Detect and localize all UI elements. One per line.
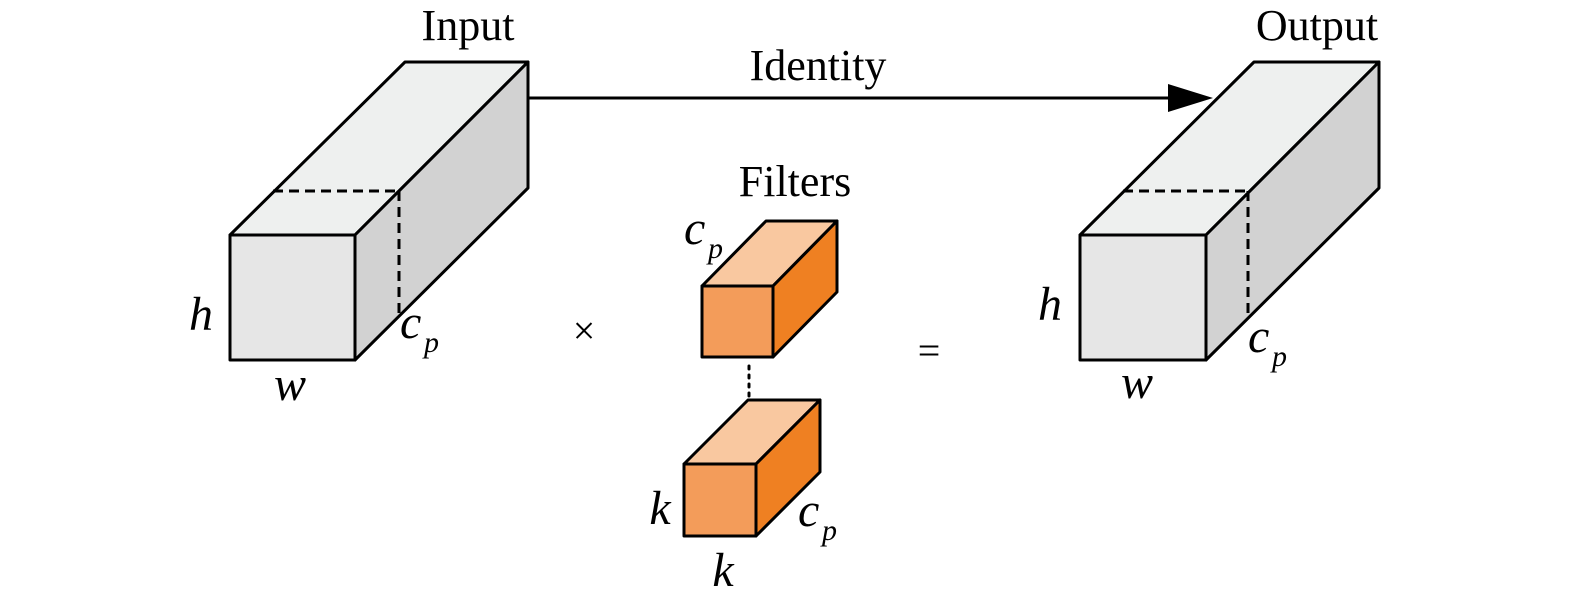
output-channel-subscript: p (1270, 340, 1287, 373)
output-block-front-face (1078, 233, 1208, 362)
input-title: Input (422, 1, 515, 50)
output-height-label: h (1038, 278, 1062, 331)
input-tensor-block (228, 60, 530, 362)
output-tensor-block (1078, 60, 1381, 362)
filter-kernel-height-label: k (649, 482, 672, 535)
identity-arrow (528, 84, 1213, 112)
filter-top-front-face (700, 284, 775, 359)
input-height-label: h (189, 288, 213, 341)
arrowhead-icon (1168, 84, 1213, 112)
filter-top-cube (700, 219, 839, 359)
filter-bottom-cube (682, 398, 822, 538)
filter-kernel-width-label: k (712, 544, 735, 596)
input-channel-subscript: p (422, 326, 439, 359)
multiply-operator: × (573, 308, 596, 353)
equals-operator: = (918, 328, 941, 373)
output-channel-label: c (1248, 310, 1269, 363)
filters-label: Filters (739, 157, 851, 206)
output-title: Output (1256, 1, 1378, 50)
identity-label: Identity (750, 41, 887, 90)
input-block-front-face (228, 233, 357, 362)
input-width-label: w (274, 358, 306, 411)
output-width-label: w (1121, 356, 1153, 409)
filter-bottom-channel-label: c (798, 484, 819, 537)
filter-bottom-front-face (682, 462, 758, 538)
filter-top-channel-subscript: p (706, 232, 723, 265)
input-channel-label: c (400, 296, 421, 349)
filter-bottom-channel-subscript: p (820, 514, 837, 547)
filter-top-channel-label: c (684, 202, 705, 255)
